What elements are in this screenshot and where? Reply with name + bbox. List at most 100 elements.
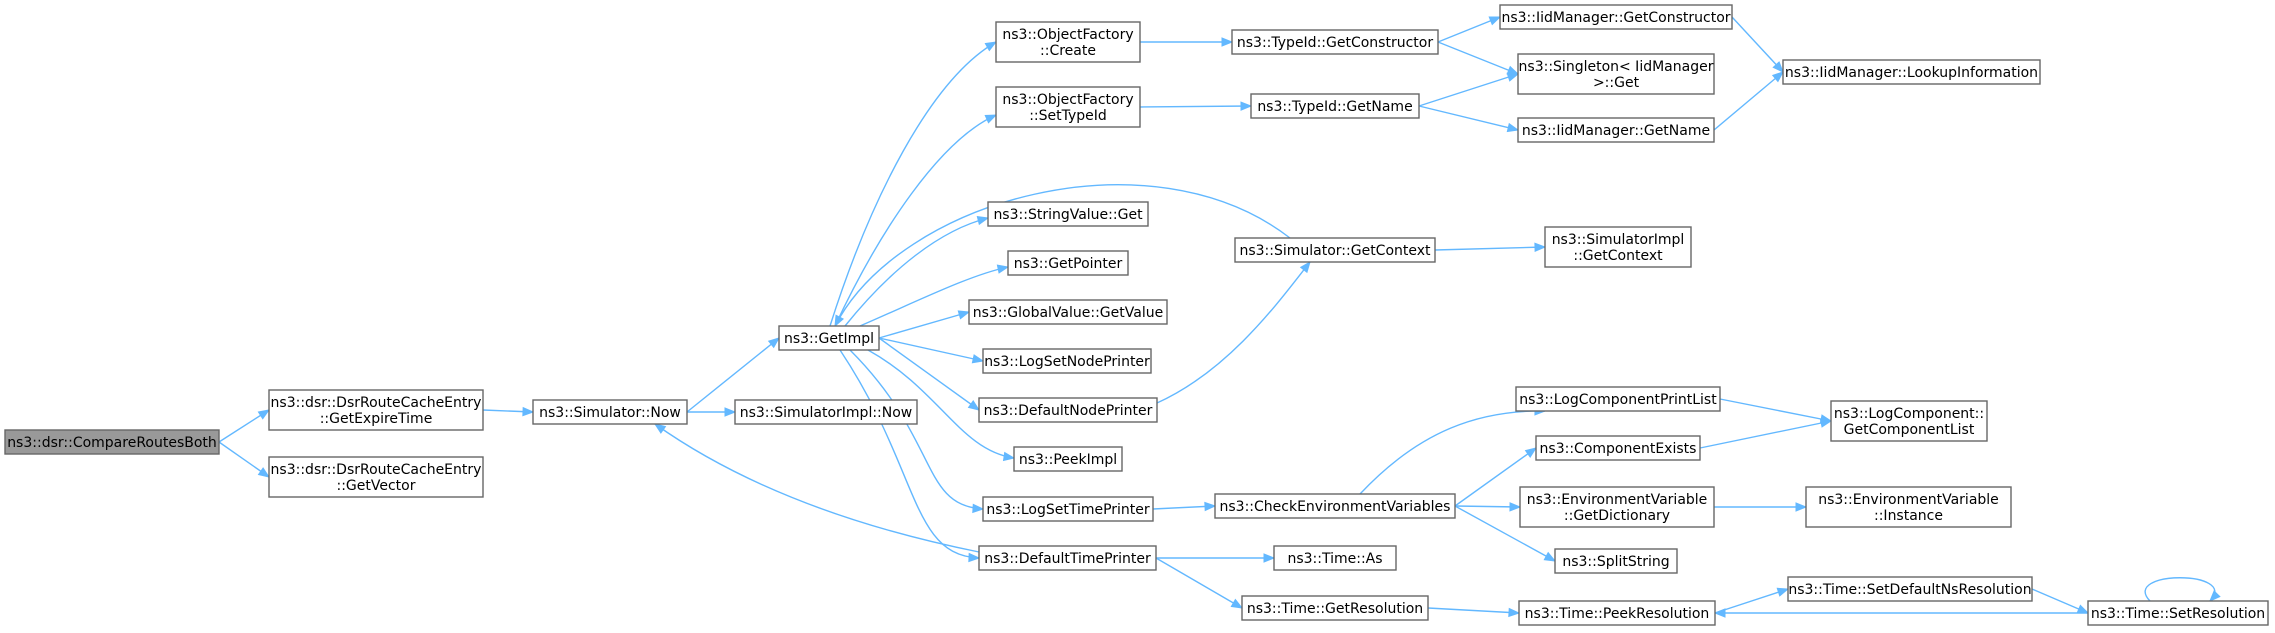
- edge-arrowhead: [1509, 502, 1522, 512]
- node-label: ns3::StringValue::Get: [993, 207, 1143, 223]
- edge-getImpl-to-ofCreate: [829, 41, 998, 327]
- node-label: ns3::SimulatorImpl: [1552, 232, 1685, 248]
- node-label: ::GetExpireTime: [320, 411, 433, 427]
- node-timePeekRes[interactable]: ns3::Time::PeekResolution: [1518, 600, 1716, 626]
- edge-line: [1719, 398, 1832, 422]
- edge-arrowhead: [984, 114, 998, 124]
- edge-line: [1155, 557, 1243, 609]
- node-peekImpl[interactable]: ns3::PeekImpl: [1013, 446, 1123, 472]
- node-setDefNsRes[interactable]: ns3::Time::SetDefaultNsResolution: [1787, 576, 2033, 602]
- node-box: [1830, 400, 1988, 442]
- node-label: ns3::Time::PeekResolution: [1525, 606, 1710, 622]
- node-label: ns3::DefaultTimePrinter: [984, 551, 1151, 567]
- node-envInstance[interactable]: ns3::EnvironmentVariable::Instance: [1805, 486, 2012, 528]
- node-logSetNode[interactable]: ns3::LogSetNodePrinter: [982, 348, 1152, 374]
- node-ofCreate[interactable]: ns3::ObjectFactory::Create: [995, 21, 1141, 63]
- edge-arrowhead: [996, 264, 1010, 274]
- edge-line: [878, 311, 970, 339]
- edge-line: [834, 184, 1291, 327]
- node-tidGetName[interactable]: ns3::TypeId::GetName: [1250, 93, 1420, 119]
- node-box: [982, 348, 1152, 374]
- node-gvGetValue[interactable]: ns3::GlobalValue::GetValue: [968, 299, 1168, 325]
- node-strGet[interactable]: ns3::StringValue::Get: [987, 201, 1149, 227]
- node-label: ns3::TypeId::GetConstructor: [1237, 35, 1433, 51]
- node-iidGetName[interactable]: ns3::IidManager::GetName: [1517, 117, 1715, 143]
- node-now[interactable]: ns3::Simulator::Now: [532, 399, 688, 425]
- node-box: [734, 399, 918, 425]
- edge-tidGetName-to-singleton: [1418, 72, 1520, 107]
- edge-arrowhead: [1204, 501, 1217, 512]
- edge-line: [1437, 41, 1519, 75]
- edge-getImpl-to-getPointer: [859, 264, 1010, 327]
- edge-simGetCtx-to-getImpl: [834, 184, 1291, 328]
- node-implNow[interactable]: ns3::SimulatorImpl::Now: [734, 399, 918, 425]
- node-setRes[interactable]: ns3::Time::SetResolution: [2087, 600, 2269, 626]
- edge-line: [867, 349, 1015, 459]
- node-logCompPrint[interactable]: ns3::LogComponentPrintList: [1515, 386, 1721, 412]
- node-checkEnv[interactable]: ns3::CheckEnvironmentVariables: [1214, 493, 1456, 519]
- node-getPointer[interactable]: ns3::GetPointer: [1007, 250, 1129, 276]
- node-label: ns3::Simulator::Now: [539, 405, 681, 421]
- edge-checkEnv-to-splitStr: [1454, 505, 1557, 562]
- node-label: ns3::Time::SetDefaultNsResolution: [1788, 582, 2031, 598]
- node-ofSetTypeId[interactable]: ns3::ObjectFactory::SetTypeId: [995, 86, 1141, 128]
- node-label: ns3::GetImpl: [784, 331, 874, 347]
- edge-timePeekRes-to-setDefNsRes: [1714, 587, 1790, 614]
- edge-arrowhead: [967, 400, 981, 411]
- node-defTime[interactable]: ns3::DefaultTimePrinter: [978, 545, 1157, 571]
- node-box: [1517, 117, 1715, 143]
- node-logSetTime[interactable]: ns3::LogSetTimePrinter: [982, 496, 1154, 522]
- node-box: [987, 201, 1149, 227]
- node-box: [1250, 93, 1420, 119]
- node-box: [1231, 29, 1439, 55]
- node-box: [1234, 237, 1436, 263]
- node-box: [995, 21, 1141, 63]
- node-label: ns3::LogComponent::: [1834, 406, 1984, 422]
- edge-iidGetCtor-to-iidLookup: [1731, 16, 1784, 73]
- node-getVector[interactable]: ns3::dsr::DsrRouteCacheEntry::GetVector: [268, 456, 484, 498]
- edge-arrowhead: [984, 41, 998, 52]
- node-getExpire[interactable]: ns3::dsr::DsrRouteCacheEntry::GetExpireT…: [268, 389, 484, 431]
- edge-arrowhead: [971, 354, 985, 364]
- node-label: ns3::Time::SetResolution: [2091, 606, 2265, 622]
- node-iidGetCtor[interactable]: ns3::IidManager::GetConstructor: [1499, 4, 1733, 30]
- node-timeGetRes[interactable]: ns3::Time::GetResolution: [1241, 595, 1429, 621]
- edge-arrowhead: [257, 467, 271, 478]
- node-box: [1214, 493, 1456, 519]
- node-box: [995, 86, 1141, 128]
- node-implGetCtx[interactable]: ns3::SimulatorImpl::GetContext: [1544, 226, 1692, 268]
- edge-arrowhead: [2209, 590, 2221, 602]
- node-tidGetCtor[interactable]: ns3::TypeId::GetConstructor: [1231, 29, 1439, 55]
- edge-arrowhead: [1508, 607, 1521, 618]
- node-iidLookup[interactable]: ns3::IidManager::LookupInformation: [1782, 59, 2041, 85]
- edge-getImpl-to-ofSetTypeId: [834, 114, 998, 327]
- node-logCompGetList[interactable]: ns3::LogComponent::GetComponentList: [1830, 400, 1988, 442]
- edge-defNode-to-simGetCtx: [1156, 260, 1311, 404]
- edges-layer: [218, 16, 2221, 618]
- node-simGetCtx[interactable]: ns3::Simulator::GetContext: [1234, 237, 1436, 263]
- node-compExists[interactable]: ns3::ComponentExists: [1535, 435, 1701, 461]
- node-envGetDict[interactable]: ns3::EnvironmentVariable::GetDictionary: [1519, 486, 1715, 528]
- edge-getImpl-to-peekImpl: [867, 349, 1016, 462]
- node-getImpl[interactable]: ns3::GetImpl: [778, 325, 880, 351]
- edge-defTime-to-timeGetRes: [1155, 557, 1244, 609]
- node-box: [1499, 4, 1733, 30]
- edge-line: [859, 266, 1009, 327]
- node-singleton[interactable]: ns3::Singleton< IidManager >::Get: [1517, 53, 1715, 95]
- edge-root-to-getExpire: [218, 409, 271, 443]
- edge-line: [829, 41, 997, 327]
- edge-line: [844, 217, 989, 327]
- node-label: ns3::ObjectFactory: [1002, 27, 1133, 43]
- edge-line: [1454, 505, 1521, 508]
- node-root[interactable]: ns3::dsr::CompareRoutesBoth: [4, 429, 220, 455]
- node-splitStr[interactable]: ns3::SplitString: [1554, 548, 1678, 574]
- node-timeAs[interactable]: ns3::Time::As: [1273, 545, 1397, 571]
- edge-line: [1156, 261, 1311, 404]
- edge-line: [1427, 607, 1520, 614]
- node-box: [2087, 600, 2269, 626]
- edge-arrowhead: [968, 552, 981, 563]
- node-box: [778, 325, 880, 351]
- edge-line: [834, 114, 997, 327]
- node-defNode[interactable]: ns3::DefaultNodePrinter: [978, 397, 1158, 423]
